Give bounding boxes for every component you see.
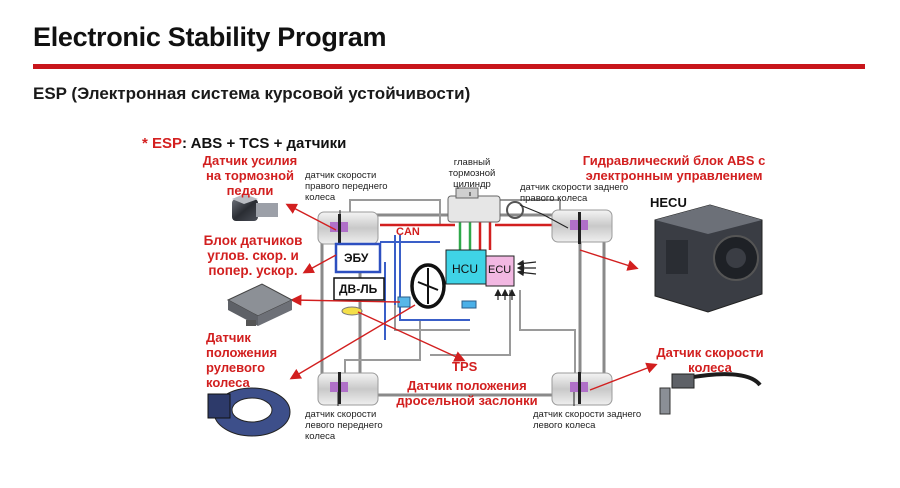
label-rear-right-speed: датчик скорости заднего правого колеса xyxy=(520,182,629,204)
label-ecu: ECU xyxy=(488,264,512,276)
hcu-box xyxy=(445,249,487,285)
steering-position-sensor-image xyxy=(207,387,291,437)
throttle-valve xyxy=(341,306,363,316)
brake-pressure-sensor-image xyxy=(232,194,278,221)
label-brake-force-sensor: Датчик усилия на тормозной педали xyxy=(202,153,298,198)
formula-esp: * ESP xyxy=(142,135,183,152)
engine-box xyxy=(333,277,385,301)
label-throttle-sensor: Датчик положения дросельной заслонки xyxy=(396,378,538,408)
wheel-front-right xyxy=(317,211,379,246)
wheel-rear-right xyxy=(551,209,613,244)
label-tps: TPS xyxy=(452,359,478,374)
master-cylinder xyxy=(447,187,524,223)
slide-title: Electronic Stability Program xyxy=(33,22,387,52)
label-rear-left-speed: датчик скорости заднего левого колеса xyxy=(533,409,642,431)
label-hcu: HCU xyxy=(452,262,478,276)
label-steering-sensor: Датчик положения рулевого колеса xyxy=(206,330,278,390)
yaw-sensor-small xyxy=(461,300,477,309)
label-hydraulic-block: Гидравлический блок ABS с электронным уп… xyxy=(582,153,766,183)
label-can: CAN xyxy=(396,226,420,238)
label-hecu: HECU xyxy=(650,195,687,210)
ebu-box xyxy=(334,242,382,274)
slide-subtitle: ESP (Электронная система курсовой устойч… xyxy=(33,84,471,103)
hecu-unit-image xyxy=(654,204,763,313)
can-bus xyxy=(380,235,470,340)
label-front-right-speed: датчик скорости правого переднего колеса xyxy=(305,170,388,203)
wheel-rear-left xyxy=(551,372,613,406)
yaw-sensor-block-image xyxy=(226,283,294,326)
esp-formula: * ESP: ABS + TCS + датчики xyxy=(142,135,346,152)
formula-rest: : ABS + TCS + датчики xyxy=(182,135,347,152)
label-front-left-speed: датчик скорости левого переднего колеса xyxy=(305,409,383,442)
ecu-box xyxy=(485,255,515,287)
wheel-speed-sensor-image xyxy=(659,372,762,415)
hydraulic-lines xyxy=(380,222,560,250)
steering-wheel xyxy=(410,263,446,309)
ecu-input-arrows xyxy=(494,259,537,300)
label-ebu: ЭБУ xyxy=(344,251,369,265)
title-rule xyxy=(33,64,865,69)
label-master-cylinder: главный тормозной цилиндр xyxy=(448,157,496,190)
label-engine: ДВ-ЛЬ xyxy=(339,282,378,296)
label-wheel-speed-sensor: Датчик скорости колеса xyxy=(656,345,764,375)
leader-lines xyxy=(337,192,575,406)
pointer-arrows xyxy=(285,203,658,391)
label-sensor-block: Блок датчиков углов. скор. и попер. уско… xyxy=(203,233,303,278)
wheel-front-left xyxy=(317,372,379,406)
